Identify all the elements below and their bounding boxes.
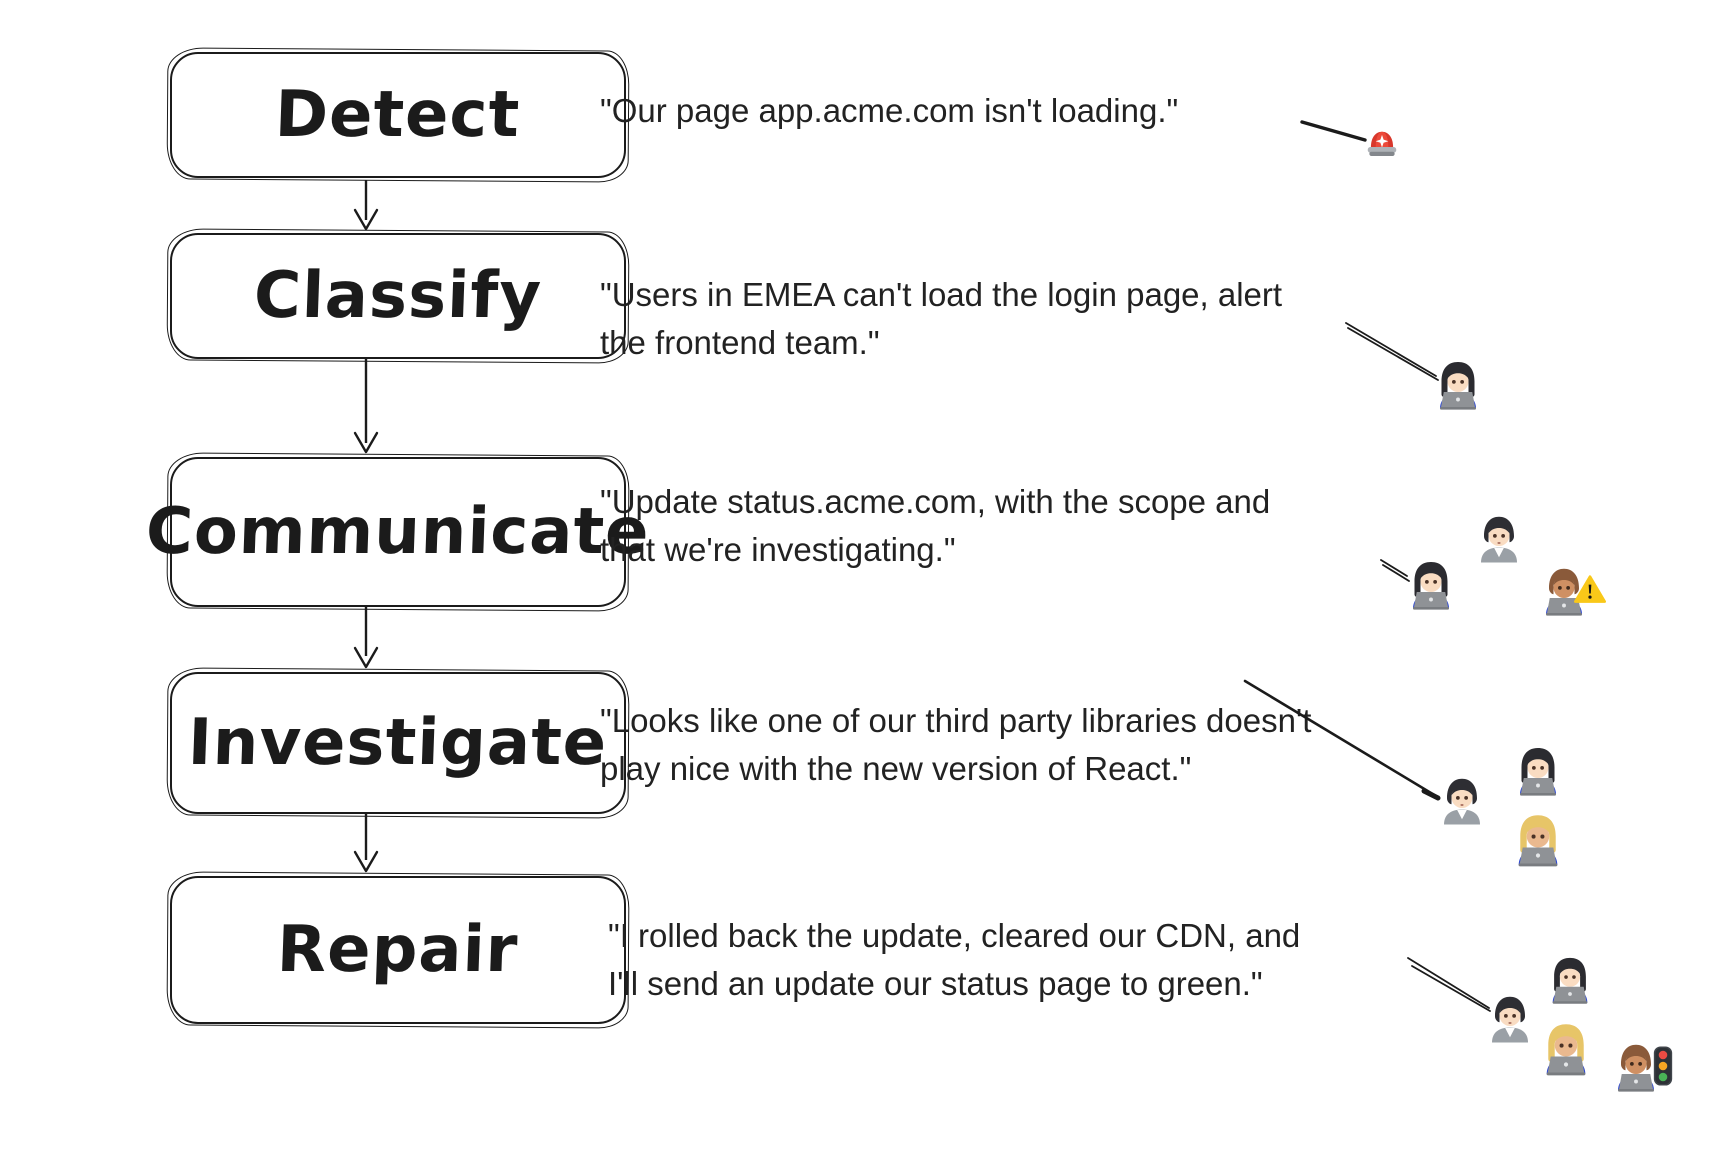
quote-communicate: "Update status.acme.com, with the scope … xyxy=(600,478,1270,574)
connector-line xyxy=(1300,120,1367,142)
connector-line xyxy=(1411,965,1491,1012)
connector-line xyxy=(1345,322,1437,377)
woman-technologist-emoji xyxy=(1404,559,1458,613)
flow-arrow-down-icon xyxy=(353,813,379,873)
flow-box-communicate: Communicate xyxy=(145,457,651,607)
connector-line xyxy=(1380,559,1408,577)
quote-repair: "I rolled back the update, cleared our C… xyxy=(608,912,1300,1008)
warning-emoji xyxy=(1574,574,1606,606)
flow-box-repair: Repair xyxy=(170,876,626,1024)
woman-technologist-emoji xyxy=(1431,359,1485,413)
quote-line: "Update status.acme.com, with the scope … xyxy=(600,483,1271,520)
traffic-light-emoji xyxy=(1641,1044,1685,1088)
quote-line: "I rolled back the update, cleared our C… xyxy=(608,917,1301,954)
office-worker-emoji xyxy=(1472,513,1526,567)
quote-line: "Users in EMEA can't load the login page… xyxy=(600,276,1283,313)
flow-arrow-down-icon xyxy=(353,180,379,231)
flow-box-detect: Detect xyxy=(170,52,626,178)
connector-line xyxy=(1382,564,1410,582)
office-worker-emoji xyxy=(1483,993,1537,1047)
quote-line: the frontend team." xyxy=(600,324,880,361)
flow-box-investigate: Investigate xyxy=(170,672,626,814)
office-worker-emoji xyxy=(1435,775,1489,829)
quote-classify: "Users in EMEA can't load the login page… xyxy=(600,271,1282,367)
connector-line xyxy=(1243,679,1438,798)
quote-investigate: "Looks like one of our third party libra… xyxy=(600,697,1311,793)
connector-line xyxy=(1407,957,1490,1009)
quote-line: "Our page app.acme.com isn't loading." xyxy=(600,92,1179,129)
quote-detect: "Our page app.acme.com isn't loading." xyxy=(600,87,1178,135)
quote-line: play nice with the new version of React.… xyxy=(600,750,1192,787)
quote-line: "Looks like one of our third party libra… xyxy=(600,702,1312,739)
flow-box-classify: Classify xyxy=(170,233,626,359)
connector-line xyxy=(1421,788,1441,801)
woman-technologist-emoji xyxy=(1511,745,1565,799)
flow-arrow-down-icon xyxy=(353,606,379,669)
flow-arrow-down-icon xyxy=(353,359,379,454)
woman-technologist-emoji xyxy=(1544,955,1596,1007)
connector-line xyxy=(1347,327,1439,381)
police-car-light-emoji xyxy=(1363,128,1401,166)
woman-technologist-blonde-emoji xyxy=(1537,1021,1595,1079)
woman-technologist-blonde-emoji xyxy=(1509,812,1567,870)
quote-line: that we're investigating." xyxy=(600,531,956,568)
quote-line: I'll send an update our status page to g… xyxy=(608,965,1263,1002)
